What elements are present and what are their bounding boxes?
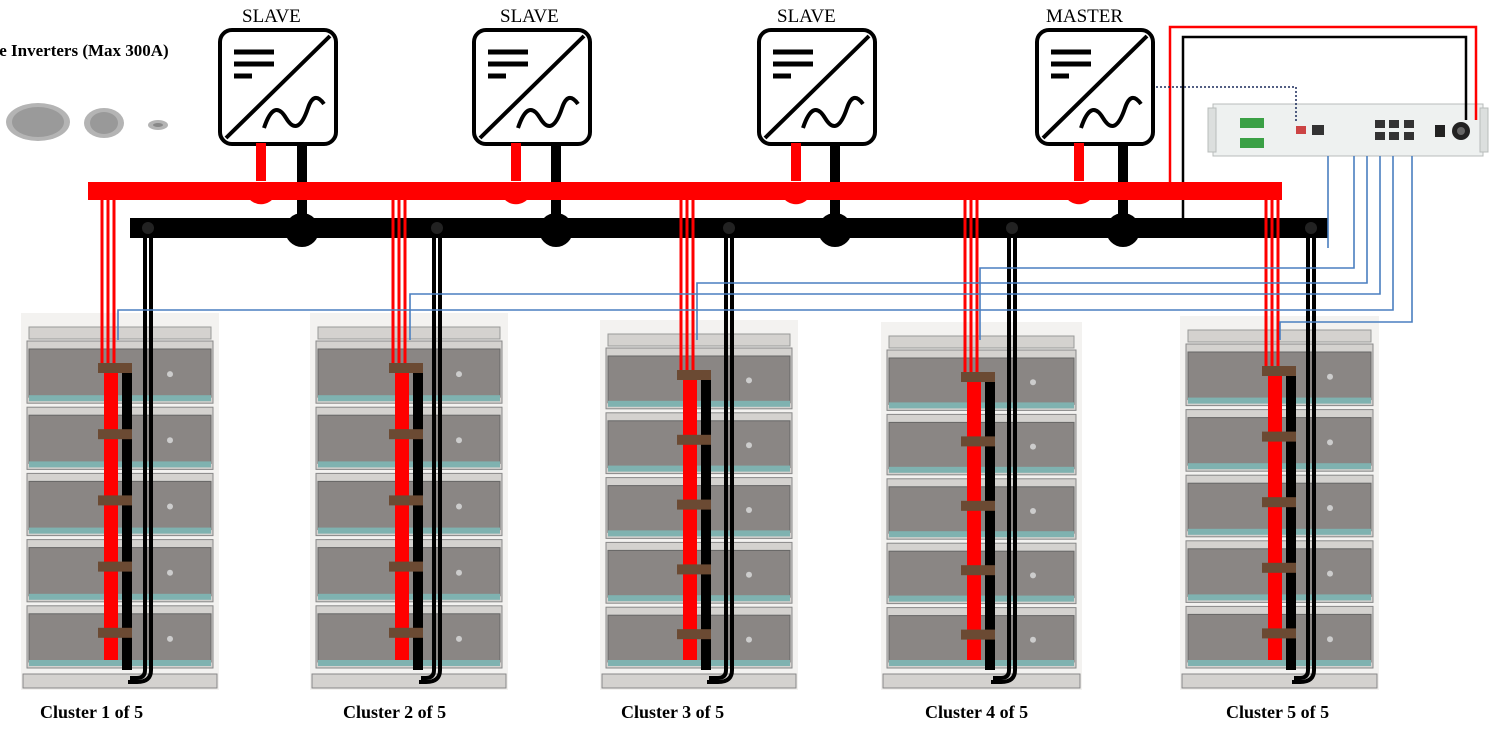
- cluster-label: Cluster 3 of 5: [621, 702, 725, 722]
- comm-cable: [1279, 156, 1413, 340]
- inverter-role-label: SLAVE: [242, 6, 301, 27]
- inverter-icon: [1035, 28, 1155, 215]
- battery-module-icon: [886, 607, 1077, 669]
- comm-cable: [696, 156, 1368, 340]
- battery-module-icon: [605, 541, 793, 604]
- positive-busbar: [88, 182, 1282, 200]
- battery-cluster: [1180, 198, 1379, 690]
- junction-node: [285, 213, 319, 247]
- cluster-label: Cluster 5 of 5: [1226, 702, 1330, 722]
- bms-controller-icon: [1207, 103, 1489, 157]
- inverter-role-label: SLAVE: [777, 6, 836, 27]
- comm-cable: [409, 156, 1381, 340]
- junction-node: [782, 196, 810, 205]
- battery-cluster: [21, 198, 219, 690]
- junction-node: [539, 213, 573, 247]
- battery-cluster: [881, 198, 1082, 690]
- comm-cable: [979, 156, 1355, 340]
- battery-module-icon: [605, 412, 793, 475]
- inverter-icon: [472, 28, 592, 215]
- junction-node: [502, 196, 530, 205]
- cable-gauge-icon: [6, 103, 168, 141]
- cluster-label: Cluster 2 of 5: [343, 702, 447, 722]
- inverter-role-label: MASTER: [1046, 6, 1124, 27]
- junction-node: [1065, 196, 1093, 205]
- comm-cable: [117, 156, 1394, 340]
- junction-node: [247, 196, 275, 205]
- cluster-label: Cluster 1 of 5: [40, 702, 144, 722]
- battery-module-icon: [886, 542, 1077, 605]
- junction-node: [818, 213, 852, 247]
- inverter-capacity-note: re Inverters (Max 300A): [0, 41, 169, 60]
- battery-module-icon: [605, 477, 793, 539]
- battery-cluster: [600, 198, 798, 690]
- inverter-icon: [218, 28, 338, 215]
- cluster-label: Cluster 4 of 5: [925, 702, 1029, 722]
- inverter-role-label: SLAVE: [500, 6, 559, 27]
- junction-node: [1106, 213, 1140, 247]
- inverter-icon: [757, 28, 877, 215]
- battery-cluster: [310, 198, 508, 690]
- battery-module-icon: [26, 539, 214, 603]
